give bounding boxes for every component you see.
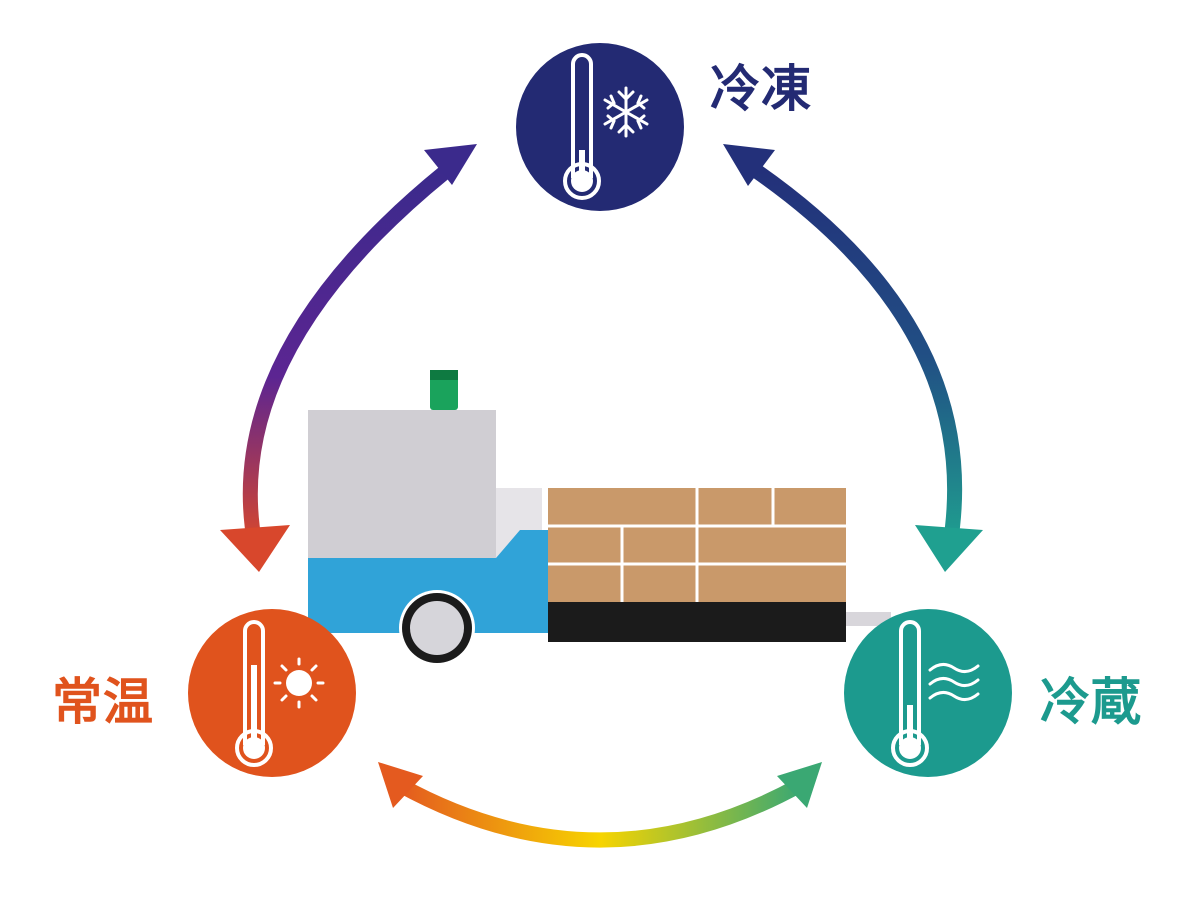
arrow-frozen-chilled bbox=[723, 144, 983, 572]
ambient-label: 常温 bbox=[52, 673, 154, 731]
chilled-label: 冷蔵 bbox=[1040, 673, 1142, 731]
frozen-label: 冷凍 bbox=[710, 60, 812, 118]
sun-icon bbox=[273, 657, 325, 709]
ambient-badge bbox=[188, 609, 356, 777]
wheel-icon bbox=[399, 590, 475, 666]
cab-upper bbox=[308, 410, 496, 558]
chilled-badge bbox=[844, 609, 1012, 777]
arrow-ambient-chilled bbox=[378, 762, 822, 848]
waves-icon bbox=[928, 663, 980, 701]
arrow-frozen-ambient bbox=[220, 144, 477, 572]
pallet bbox=[548, 602, 846, 642]
snowflake-icon bbox=[603, 86, 649, 138]
cargo-boxes bbox=[548, 488, 846, 602]
delivery-robot-icon bbox=[308, 370, 891, 666]
cab-lower bbox=[308, 530, 548, 633]
rear-plate bbox=[845, 612, 891, 626]
frozen-badge bbox=[516, 43, 684, 211]
